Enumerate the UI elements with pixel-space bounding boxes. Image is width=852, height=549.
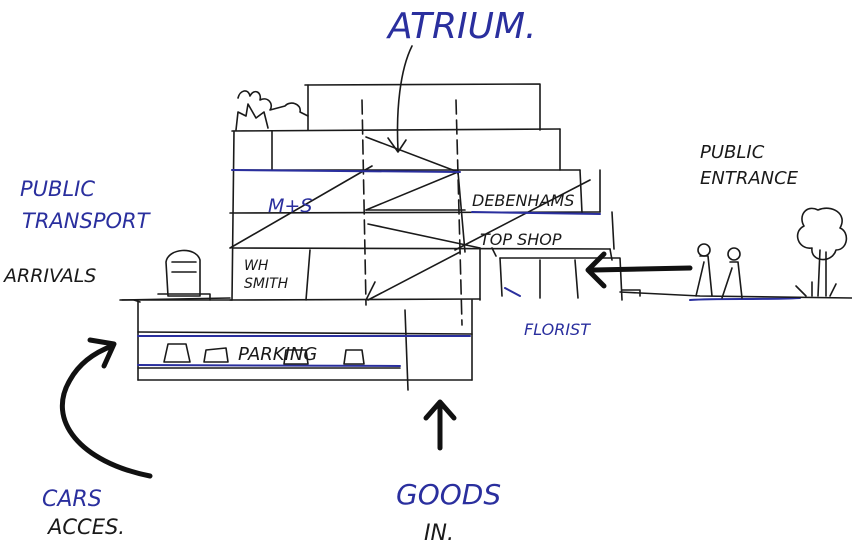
label-cars-access-1: CARS: [42, 487, 102, 512]
label-parking: PARKING: [238, 344, 317, 365]
atrium-arrow-icon: [387, 45, 413, 153]
ground-line: [619, 291, 852, 299]
public-entrance-arrow-icon: [585, 251, 693, 289]
label-public-transport-2: TRANSPORT: [22, 209, 152, 233]
label-wh-smith-1: WH: [244, 258, 269, 274]
label-wh-smith-2: SMITH: [244, 276, 289, 292]
label-public-entrance-2: ENTRANCE: [700, 168, 799, 189]
parked-car-icons: [163, 343, 365, 365]
bus-sketch-icon: [119, 249, 231, 301]
label-atrium: ATRIUM.: [386, 6, 536, 47]
label-arrivals: ARRIVALS: [2, 265, 96, 287]
tree-icon: [795, 207, 848, 297]
building-section: [121, 83, 801, 391]
label-public-transport-1: PUBLIC: [20, 177, 95, 201]
top-shop-leader: [491, 247, 497, 257]
goods-in-arrow-icon: [423, 399, 457, 451]
label-florist: FLORIST: [524, 320, 591, 339]
label-goods-in-1: GOODS: [396, 478, 501, 511]
people-icons: [695, 243, 743, 299]
label-debenhams: DEBENHAMS: [472, 191, 574, 210]
label-cars-access-2: ACCES.: [46, 515, 125, 539]
label-ms: M+S: [268, 195, 312, 217]
label-public-entrance-1: PUBLIC: [700, 142, 765, 163]
label-top-shop: TOP SHOP: [480, 230, 562, 249]
label-goods-in-2: IN.: [424, 521, 454, 546]
cars-access-arrow-icon: [59, 337, 153, 479]
